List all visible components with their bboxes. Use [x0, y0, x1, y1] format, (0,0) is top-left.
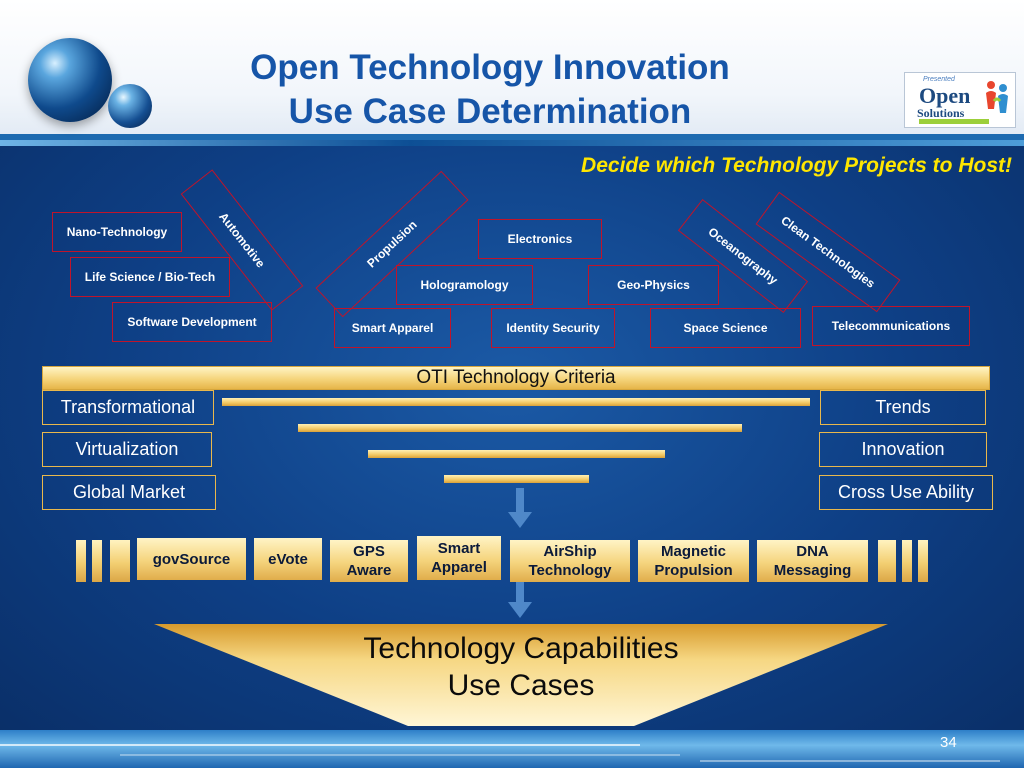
capability-magnetic-label: Magnetic Propulsion: [654, 543, 733, 579]
output-line-2: Use Cases: [447, 669, 595, 702]
open-solutions-logo: Presented Open Solutions: [904, 72, 1016, 128]
capability-airship-label: AirShip Technology: [528, 543, 612, 579]
pipeline-tick: [878, 540, 896, 582]
people-figures-icon: [986, 81, 1008, 113]
funnel-line-3: [368, 450, 665, 458]
project-nano-technology: Nano-Technology: [52, 212, 182, 252]
capability-gps-aware-label: GPS Aware: [346, 543, 392, 579]
project-hologramology: Hologramology: [396, 265, 533, 305]
criteria-global-market: Global Market: [42, 475, 216, 510]
project-smart-apparel: Smart Apparel: [334, 308, 451, 348]
funnel-line-1: [222, 398, 810, 406]
pipeline-tick: [76, 540, 86, 582]
pipeline-tick: [92, 540, 102, 582]
title-line-1: Open Technology Innovation: [250, 48, 730, 87]
project-software-development: Software Development: [112, 302, 272, 342]
slide-footer: [0, 730, 1024, 768]
pipeline-tick: [110, 540, 130, 582]
capability-gps-aware: GPS Aware: [330, 540, 408, 582]
capability-dna-messaging: DNA Messaging: [757, 540, 868, 582]
arrow-down-icon: [508, 488, 532, 528]
criteria-trends: Trends: [820, 390, 986, 425]
project-geo-physics: Geo-Physics: [588, 265, 719, 305]
arrow-down-icon: [508, 580, 532, 618]
output-line-1: Technology Capabilities: [363, 632, 679, 665]
globe-logo-icon: [28, 38, 112, 122]
criteria-innovation: Innovation: [819, 432, 987, 467]
small-globe-icon: [108, 84, 152, 128]
pipeline-tick: [902, 540, 912, 582]
capability-smart-apparel-label: Smart Apparel: [431, 540, 487, 576]
criteria-transformational: Transformational: [42, 390, 214, 425]
capability-magnetic-propulsion: Magnetic Propulsion: [638, 540, 749, 582]
tagline: Decide which Technology Projects to Host…: [581, 154, 1012, 177]
project-identity-security: Identity Security: [491, 308, 615, 348]
funnel-line-2: [298, 424, 742, 432]
capabilities-funnel: [154, 624, 888, 726]
footer-streak: [700, 760, 1000, 762]
brand-small-text: Presented: [923, 76, 955, 83]
capabilities-output-text: Technology Capabilities Use Cases: [154, 630, 888, 704]
project-electronics: Electronics: [478, 219, 602, 259]
brand-open-text: Open: [919, 83, 971, 108]
capability-evote: eVote: [254, 538, 322, 580]
funnel-line-4: [444, 475, 589, 483]
brand-underline: [919, 119, 989, 124]
footer-streak: [120, 754, 680, 756]
capability-smart-apparel: Smart Apparel: [417, 536, 501, 580]
criteria-virtualization: Virtualization: [42, 432, 212, 467]
project-telecommunications: Telecommunications: [812, 306, 970, 346]
project-life-science: Life Science / Bio-Tech: [70, 257, 230, 297]
project-space-science: Space Science: [650, 308, 801, 348]
pipeline-tick: [918, 540, 928, 582]
slide-header: Open Technology Innovation Use Case Dete…: [0, 0, 1024, 148]
title-line-2: Use Case Determination: [288, 92, 692, 131]
slide-title: Open Technology Innovation Use Case Dete…: [160, 46, 820, 134]
capability-govsource: govSource: [137, 538, 246, 580]
brand-solutions-text: Solutions: [917, 106, 965, 120]
criteria-cross-use-ability: Cross Use Ability: [819, 475, 993, 510]
footer-streak: [0, 744, 640, 746]
page-number: 34: [940, 734, 957, 751]
capability-dna-label: DNA Messaging: [773, 543, 852, 579]
capability-airship-technology: AirShip Technology: [510, 540, 630, 582]
criteria-header: OTI Technology Criteria: [42, 366, 990, 390]
